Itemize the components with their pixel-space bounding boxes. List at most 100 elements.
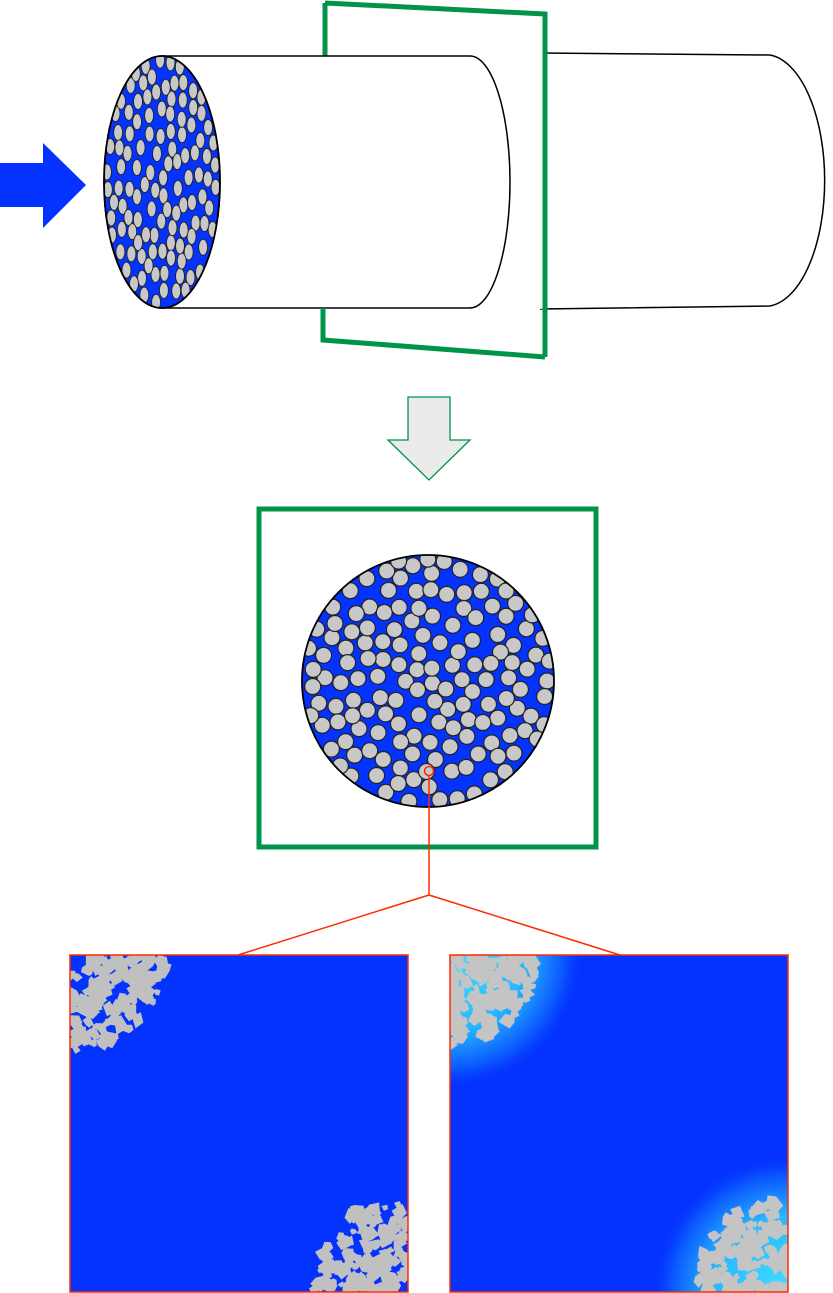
grain	[203, 119, 214, 136]
grain	[178, 74, 189, 92]
grain	[343, 623, 361, 641]
grain-shard	[450, 962, 456, 971]
grain	[358, 701, 376, 719]
grain	[199, 215, 210, 233]
grain-shard	[117, 999, 133, 1013]
grain	[443, 762, 461, 780]
grain-shard	[375, 1259, 393, 1272]
grain	[198, 238, 209, 256]
grain	[155, 56, 166, 69]
grain	[337, 639, 355, 657]
grain-shard	[700, 1282, 717, 1292]
grain	[431, 634, 449, 652]
grain	[481, 771, 500, 789]
grain	[407, 582, 425, 600]
grain-shard	[99, 1031, 117, 1049]
grain	[374, 633, 392, 651]
grain-shard	[80, 965, 93, 976]
grain-shard	[495, 955, 509, 969]
grain-shard	[485, 1030, 494, 1036]
grain	[152, 145, 162, 163]
grain-shard	[392, 1275, 399, 1281]
grain-shard	[719, 1260, 728, 1268]
grain-shard	[719, 1264, 729, 1273]
grain-shard	[485, 957, 493, 968]
section-plane-top-edge	[324, 0, 548, 357]
grain-shard	[510, 974, 523, 986]
grain	[327, 697, 345, 716]
grain	[124, 125, 135, 143]
grain	[115, 243, 126, 261]
grain	[511, 680, 530, 699]
grain	[146, 200, 157, 218]
grain	[126, 245, 137, 263]
grain-shard	[510, 1010, 520, 1018]
grain-shard	[493, 990, 505, 1003]
grain-shard	[70, 1032, 82, 1049]
grain-shard	[126, 964, 145, 980]
grain-shard	[729, 1244, 740, 1254]
grain-shard	[127, 980, 136, 987]
grain	[166, 249, 176, 267]
grain	[437, 680, 455, 698]
grain	[180, 147, 191, 165]
grain	[304, 660, 322, 679]
grain	[361, 742, 379, 760]
grain	[176, 252, 187, 270]
grain-shard	[381, 1204, 388, 1211]
grain-shard	[746, 1233, 760, 1249]
grain	[124, 180, 135, 198]
grain	[469, 745, 487, 763]
grain	[390, 598, 408, 616]
grain	[430, 713, 448, 731]
grain	[141, 226, 151, 244]
grain-shard	[153, 989, 161, 996]
grain-shard	[772, 1263, 784, 1275]
grain-shard	[750, 1270, 759, 1279]
grain	[489, 625, 507, 644]
grain-shard	[484, 1014, 497, 1028]
grain-shard	[369, 1239, 380, 1251]
grain-shard	[767, 1205, 780, 1220]
grain-shard	[705, 1268, 720, 1282]
grain	[414, 626, 432, 645]
grain-shard	[453, 985, 465, 998]
grain	[196, 104, 207, 122]
grain	[171, 204, 182, 222]
grain	[404, 557, 422, 575]
right-arrow-icon	[0, 143, 86, 228]
interface-glow-bottom-right	[640, 1140, 788, 1292]
grain	[201, 148, 212, 165]
grain	[505, 744, 523, 762]
grain-shard	[341, 1248, 355, 1265]
grain-shard	[781, 1255, 788, 1265]
grain	[346, 746, 364, 764]
grain	[479, 695, 498, 713]
grain	[472, 582, 490, 600]
grain-shard	[751, 1221, 758, 1229]
grain	[337, 732, 355, 751]
grain	[132, 113, 143, 131]
grain	[369, 667, 387, 685]
grain	[535, 687, 554, 706]
grain	[449, 642, 467, 661]
grain	[197, 188, 208, 206]
grain-shard	[94, 976, 108, 989]
grain	[392, 733, 410, 751]
grain-shard	[764, 1244, 773, 1254]
grain	[349, 669, 367, 688]
grain	[329, 713, 347, 731]
grain	[114, 139, 125, 157]
grain	[158, 169, 169, 187]
grain-shard	[780, 1261, 788, 1279]
zoom-region-marker	[423, 765, 435, 777]
grain-shard	[153, 955, 169, 971]
grain-shard	[758, 1282, 773, 1292]
grain-shard	[491, 997, 507, 1012]
grain	[175, 267, 185, 285]
grain	[326, 614, 344, 633]
grain-shard	[374, 1282, 392, 1292]
grain	[483, 597, 501, 615]
grain-shard	[694, 1275, 703, 1283]
grain-shard	[733, 1272, 740, 1280]
